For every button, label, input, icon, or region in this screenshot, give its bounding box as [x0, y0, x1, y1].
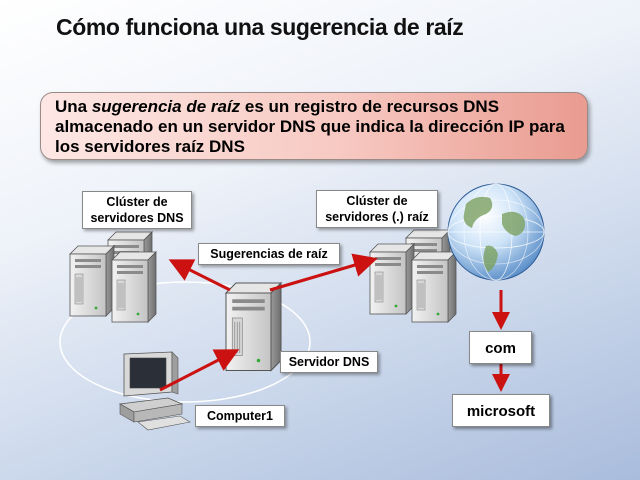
globe-icon: [447, 183, 545, 281]
root-hints-label: Sugerencias de raíz: [198, 243, 340, 265]
definition-text-start: Una: [55, 97, 92, 116]
dns-server-label: Servidor DNS: [280, 351, 378, 373]
definition-term: sugerencia de raíz: [91, 97, 241, 116]
arrow-computer-to-server: [159, 349, 240, 392]
page-title: Cómo funciona una sugerencia de raíz: [56, 14, 464, 40]
dns-server-cluster: [69, 231, 157, 323]
microsoft-node: microsoft: [452, 394, 550, 427]
root-server-cluster: [369, 229, 457, 323]
computer-icon: [118, 351, 191, 431]
definition-box: Una sugerencia de raíz es un registro de…: [40, 92, 588, 160]
computer1-label: Computer1: [195, 405, 285, 427]
arrows: [159, 253, 510, 392]
root-cluster-label: Clúster de servidores (.) raíz: [316, 190, 438, 228]
dns-cluster-label: Clúster de servidores DNS: [82, 191, 192, 229]
dns-server: [225, 282, 282, 372]
arrow-to-dns-cluster: [168, 259, 231, 292]
definition-text-end: es un registro de recursos DNS almacenad…: [55, 97, 565, 156]
com-node: com: [469, 331, 532, 364]
arrow-to-root-cluster: [269, 253, 378, 292]
network-ellipse: [59, 281, 311, 403]
